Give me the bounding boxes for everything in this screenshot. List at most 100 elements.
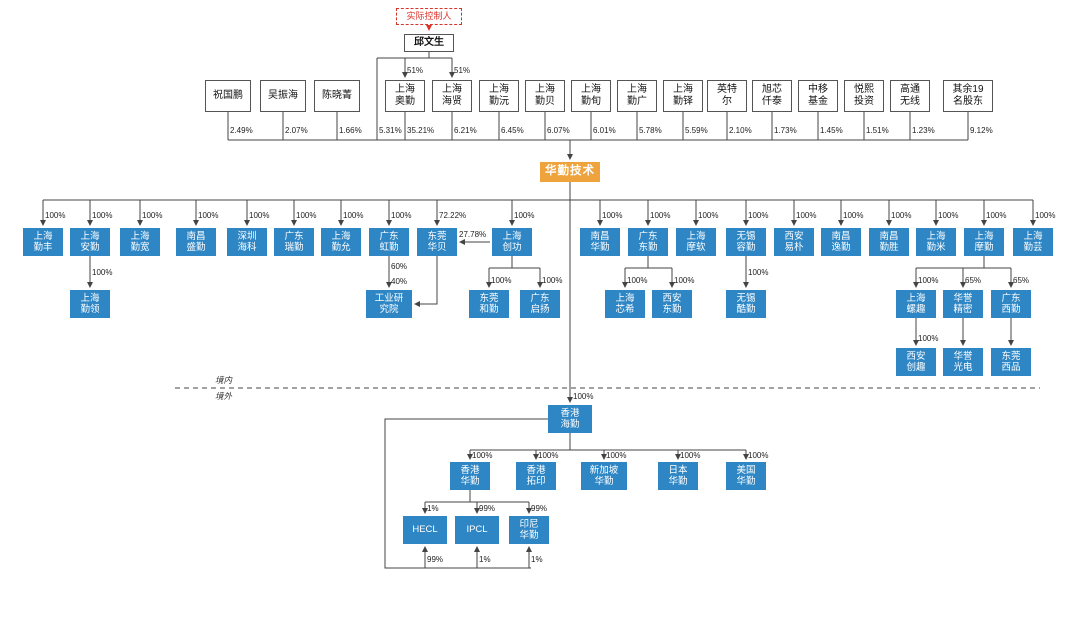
- overseas-node: 日本 华勤: [658, 462, 698, 490]
- pct-label: 100%: [514, 211, 535, 220]
- subsidiary-node: 南昌 盛勤: [176, 228, 216, 256]
- pct-label: 100%: [918, 334, 939, 343]
- subsidiary-node: 广东 虹勤: [369, 228, 409, 256]
- tier2-node: 上海 勤领: [70, 290, 110, 318]
- subsidiary-node: 广东 东勤: [628, 228, 668, 256]
- pct-label: 6.45%: [501, 126, 524, 135]
- pct-label: 2.10%: [729, 126, 752, 135]
- overseas-node: HECL: [403, 516, 447, 544]
- subsidiary-node: 南昌 逸勤: [821, 228, 861, 256]
- pct-label: 6.01%: [593, 126, 616, 135]
- tier2-node: 上海 芯希: [605, 290, 645, 318]
- pct-label: 100%: [748, 451, 769, 460]
- pct-label: 100%: [627, 276, 648, 285]
- pct-label: 100%: [142, 211, 163, 220]
- pct-label: 100%: [606, 451, 627, 460]
- shareholder-node: 上海 勤铎: [663, 80, 703, 112]
- subsidiary-node: 上海 勤宽: [120, 228, 160, 256]
- pct-label: 40%: [391, 277, 408, 286]
- pct-label: 51%: [407, 66, 424, 75]
- pct-label: 100%: [650, 211, 671, 220]
- pct-label: 5.31%: [379, 126, 402, 135]
- pct-label: 65%: [1013, 276, 1030, 285]
- subsidiary-node: 西安 易朴: [774, 228, 814, 256]
- subsidiary-node: 上海 勤允: [321, 228, 361, 256]
- pct-label: 1%: [479, 555, 491, 564]
- tier3-node: 华誉 光电: [943, 348, 983, 376]
- overseas-node: 香港 华勤: [450, 462, 490, 490]
- pct-label: 100%: [249, 211, 270, 220]
- pct-label: 72.22%: [439, 211, 467, 220]
- pct-label: 100%: [843, 211, 864, 220]
- pct-label: 100%: [938, 211, 959, 220]
- subsidiary-node: 南昌 华勤: [580, 228, 620, 256]
- subsidiary-node: 南昌 勤胜: [869, 228, 909, 256]
- company-box: 华勤技术: [540, 162, 600, 182]
- shareholder-node: 悦熙 投资: [844, 80, 884, 112]
- pct-label: 6.21%: [454, 126, 477, 135]
- shareholder-node: 中移 基金: [798, 80, 838, 112]
- pct-label: 100%: [491, 276, 512, 285]
- subsidiary-node: 深圳 海科: [227, 228, 267, 256]
- pct-label: 6.07%: [547, 126, 570, 135]
- hk-holding-box: 香港 海勤: [548, 405, 592, 433]
- subsidiary-node: 上海 安勤: [70, 228, 110, 256]
- pct-label: 5.78%: [639, 126, 662, 135]
- tier2-node: 华誉 精密: [943, 290, 983, 318]
- divider-label-domestic: 境内: [215, 375, 233, 385]
- tier3-node: 东莞 西品: [991, 348, 1031, 376]
- pct-label: 1.66%: [339, 126, 362, 135]
- subsidiary-node: 上海 创功: [492, 228, 532, 256]
- pct-label: 1.23%: [912, 126, 935, 135]
- overseas-node: 香港 拓印: [516, 462, 556, 490]
- subsidiary-node: 上海 勤丰: [23, 228, 63, 256]
- pct-label: 1.45%: [820, 126, 843, 135]
- shareholder-node: 英特 尔: [707, 80, 747, 112]
- shareholder-node: 上海 勤沅: [479, 80, 519, 112]
- tier2-node: 工业研 究院: [366, 290, 412, 318]
- overseas-node: 美国 华勤: [726, 462, 766, 490]
- shareholder-node: 陈晓菁: [314, 80, 360, 112]
- shareholder-node: 旭芯 仟泰: [752, 80, 792, 112]
- tier2-node: 上海 螺趣: [896, 290, 936, 318]
- shareholder-node: 吴振海: [260, 80, 306, 112]
- pct-label: 1.73%: [774, 126, 797, 135]
- overseas-node: 新加坡 华勤: [581, 462, 627, 490]
- overseas-node: 印尼 华勤: [509, 516, 549, 544]
- shareholder-node: 祝国鹏: [205, 80, 251, 112]
- pct-label: 9.12%: [970, 126, 993, 135]
- pct-label: 100%: [198, 211, 219, 220]
- pct-label: 99%: [427, 555, 444, 564]
- pct-label: 100%: [573, 392, 594, 401]
- pct-label: 100%: [343, 211, 364, 220]
- subsidiary-node: 上海 勤米: [916, 228, 956, 256]
- pct-label: 60%: [391, 262, 408, 271]
- pct-label: 2.07%: [285, 126, 308, 135]
- subsidiary-node: 上海 摩勤: [964, 228, 1004, 256]
- pct-label: 100%: [796, 211, 817, 220]
- shareholder-node: 上海 海贤: [432, 80, 472, 112]
- tier2-node: 西安 东勤: [652, 290, 692, 318]
- tier3-node: 西安 创趣: [896, 348, 936, 376]
- subsidiary-node: 上海 摩软: [676, 228, 716, 256]
- pct-label: 2.49%: [230, 126, 253, 135]
- shareholder-node: 上海 勤贝: [525, 80, 565, 112]
- pct-label: 100%: [472, 451, 493, 460]
- pct-label: 100%: [674, 276, 695, 285]
- divider-label-overseas: 境外: [215, 391, 233, 401]
- pct-label: 100%: [698, 211, 719, 220]
- pct-label: 100%: [748, 211, 769, 220]
- pct-label: 100%: [602, 211, 623, 220]
- founder-box: 邱文生: [404, 34, 454, 52]
- pct-label: 100%: [92, 268, 113, 277]
- tier2-node: 广东 西勤: [991, 290, 1031, 318]
- pct-label: 99%: [531, 504, 548, 513]
- subsidiary-node: 广东 瑞勤: [274, 228, 314, 256]
- pct-label: 100%: [680, 451, 701, 460]
- shareholder-node: 高通 无线: [890, 80, 930, 112]
- pct-label: 100%: [891, 211, 912, 220]
- pct-label: 100%: [92, 211, 113, 220]
- subsidiary-node: 东莞 华贝: [417, 228, 457, 256]
